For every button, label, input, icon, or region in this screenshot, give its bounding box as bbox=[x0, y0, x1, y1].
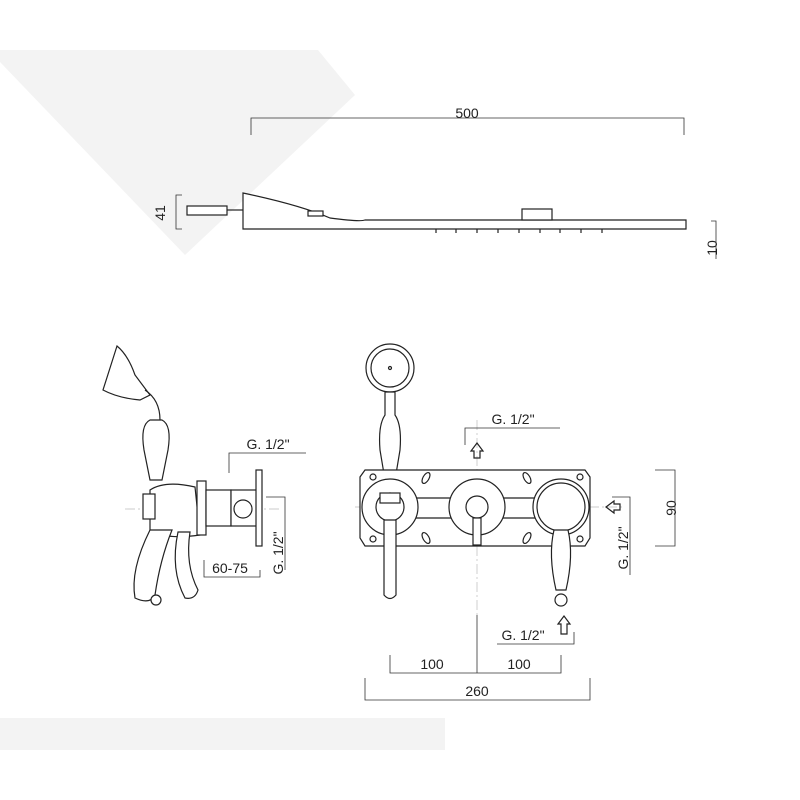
watermark-band bbox=[0, 718, 445, 750]
thickness-dimension: 10 bbox=[704, 240, 720, 256]
top-connection-label: G. 1/2" bbox=[491, 411, 534, 427]
height-dimension: 41 bbox=[152, 205, 168, 221]
watermark-shape bbox=[0, 50, 355, 255]
side-connection-label-front: G. 1/2" bbox=[615, 526, 631, 569]
arrow-up-bottom-icon bbox=[556, 615, 572, 635]
arrow-up-icon bbox=[469, 442, 485, 459]
height-90-dimension: 90 bbox=[663, 500, 679, 516]
bottom-connection-label: G. 1/2" bbox=[501, 627, 544, 643]
mixer-front-view: G. 1/2" G. 1/2" 90 G. 1/2" 100 100 260 bbox=[355, 343, 679, 701]
spacing-right-dimension: 100 bbox=[507, 656, 531, 672]
total-width-dimension: 260 bbox=[465, 683, 489, 699]
depth-dimension: 60-75 bbox=[212, 560, 248, 576]
arrow-left-icon bbox=[605, 499, 621, 515]
side-vertical-connection-label: G. 1/2" bbox=[270, 531, 286, 574]
width-dimension: 500 bbox=[455, 105, 479, 121]
shower-head-profile: 500 41 10 bbox=[152, 105, 720, 259]
spacing-left-dimension: 100 bbox=[420, 656, 444, 672]
mixer-side-view: G. 1/2" G. 1/2" 60-75 bbox=[102, 344, 306, 606]
side-connection-label: G. 1/2" bbox=[246, 436, 289, 452]
